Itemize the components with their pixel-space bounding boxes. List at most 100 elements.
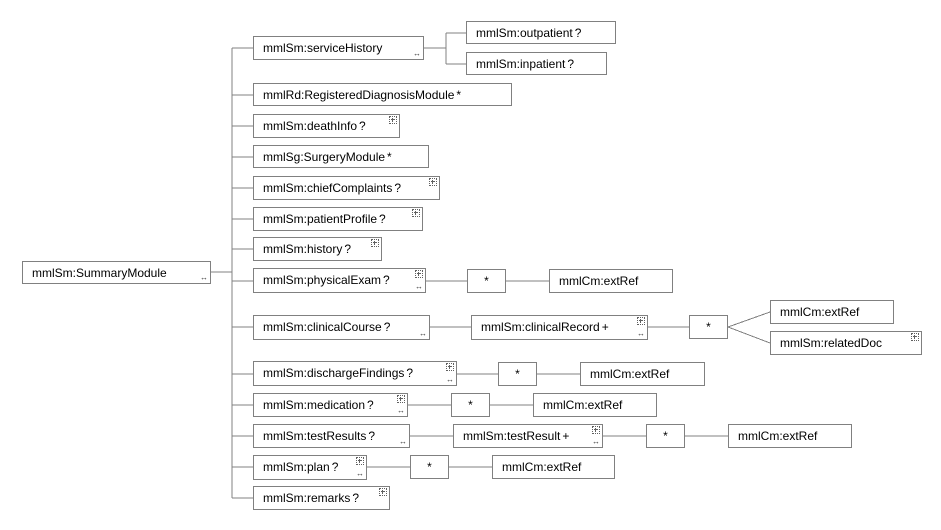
- node-label: mmlSm:SummaryModule: [32, 266, 167, 280]
- node-medication[interactable]: mmlSm:medication? ↔: [253, 393, 408, 417]
- node-surgery-module[interactable]: mmlSg:SurgeryModule*: [253, 145, 429, 168]
- cardinality-label: ?: [331, 460, 339, 474]
- node-label: mmlCm:extRef: [780, 305, 860, 319]
- cardinality-label: ?: [383, 273, 390, 287]
- repeat-star-label: *: [663, 429, 668, 443]
- node-label: mmlSm:physicalExam: [263, 273, 382, 287]
- node-ext-ref[interactable]: mmlCm:extRef: [492, 455, 615, 479]
- node-inpatient[interactable]: mmlSm:inpatient?: [466, 52, 607, 75]
- repeat-star-label: *: [515, 367, 520, 381]
- node-outpatient[interactable]: mmlSm:outpatient?: [466, 21, 616, 44]
- node-label: mmlCm:extRef: [590, 367, 670, 381]
- expand-icon[interactable]: [592, 426, 600, 434]
- node-service-history[interactable]: mmlSm:serviceHistory ↔: [253, 36, 424, 60]
- node-plan[interactable]: mmlSm:plan? ↔: [253, 455, 367, 480]
- node-label: mmlSm:deathInfo: [263, 119, 358, 133]
- node-ext-ref[interactable]: mmlCm:extRef: [770, 300, 894, 324]
- sequence-icon: ↔: [415, 282, 423, 291]
- expand-icon[interactable]: [389, 116, 397, 124]
- node-physical-exam[interactable]: mmlSm:physicalExam? ↔: [253, 268, 426, 293]
- node-label: mmlSm:patientProfile: [263, 212, 378, 226]
- node-test-result[interactable]: mmlSm:testResult+ ↔: [453, 424, 603, 448]
- node-chief-complaints[interactable]: mmlSm:chiefComplaints?: [253, 176, 440, 200]
- repeat-star-label: *: [484, 274, 489, 288]
- repeat-star-label: *: [427, 460, 432, 474]
- node-label: mmlSg:SurgeryModule: [263, 150, 386, 164]
- node-label: mmlSm:plan: [263, 460, 330, 474]
- repeat-any-node[interactable]: *: [451, 393, 490, 417]
- node-label: mmlCm:extRef: [502, 460, 582, 474]
- repeat-any-node[interactable]: *: [689, 315, 728, 339]
- expand-icon[interactable]: [379, 488, 387, 496]
- node-label: mmlSm:inpatient: [476, 57, 566, 71]
- repeat-any-node[interactable]: *: [467, 269, 506, 293]
- expand-icon[interactable]: [412, 209, 420, 217]
- node-patient-profile[interactable]: mmlSm:patientProfile?: [253, 207, 423, 231]
- node-ext-ref[interactable]: mmlCm:extRef: [533, 393, 657, 417]
- node-related-doc[interactable]: mmlSm:relatedDoc: [770, 331, 922, 355]
- cardinality-label: +: [601, 320, 609, 334]
- cardinality-label: ?: [352, 491, 360, 505]
- expand-icon[interactable]: [911, 333, 919, 341]
- expand-icon[interactable]: [415, 270, 423, 278]
- node-label: mmlCm:extRef: [559, 274, 639, 288]
- cardinality-label: ?: [567, 57, 575, 71]
- node-label: mmlSm:remarks: [263, 491, 351, 505]
- node-registered-diagnosis[interactable]: mmlRd:RegisteredDiagnosisModule*: [253, 83, 512, 106]
- expand-icon[interactable]: [429, 178, 437, 186]
- sequence-icon: ↔: [413, 49, 421, 58]
- node-test-results[interactable]: mmlSm:testResults? ↔: [253, 424, 410, 448]
- sequence-icon: ↔: [592, 437, 600, 446]
- cardinality-label: ?: [368, 429, 376, 443]
- node-death-info[interactable]: mmlSm:deathInfo?: [253, 114, 400, 138]
- sequence-icon: ↔: [399, 437, 407, 446]
- node-clinical-course[interactable]: mmlSm:clinicalCourse? ↔: [253, 315, 430, 340]
- sequence-icon: ↔: [397, 406, 405, 415]
- repeat-star-label: *: [468, 398, 473, 412]
- node-label: mmlSm:clinicalCourse: [263, 320, 382, 334]
- cardinality-label: ?: [367, 398, 374, 412]
- expand-icon[interactable]: [397, 395, 405, 403]
- cardinality-label: ?: [344, 242, 352, 256]
- node-label: mmlSm:testResult: [463, 429, 561, 443]
- node-ext-ref[interactable]: mmlCm:extRef: [580, 362, 705, 386]
- expand-icon[interactable]: [356, 457, 364, 465]
- repeat-any-node[interactable]: *: [646, 424, 685, 448]
- node-label: mmlSm:serviceHistory: [263, 41, 383, 55]
- node-label: mmlCm:extRef: [543, 398, 623, 412]
- sequence-icon: ↔: [356, 469, 364, 478]
- node-label: mmlSm:medication: [263, 398, 366, 412]
- node-discharge-findings[interactable]: mmlSm:dischargeFindings? ↔: [253, 361, 457, 386]
- cardinality-label: ?: [359, 119, 366, 133]
- node-ext-ref[interactable]: mmlCm:extRef: [549, 269, 673, 293]
- node-remarks[interactable]: mmlSm:remarks?: [253, 486, 390, 510]
- node-history[interactable]: mmlSm:history?: [253, 237, 382, 261]
- node-label: mmlSm:history: [263, 242, 343, 256]
- node-summary-module[interactable]: mmlSm:SummaryModule ↔: [22, 261, 211, 284]
- sequence-icon: ↔: [637, 329, 645, 338]
- node-label: mmlSm:relatedDoc: [780, 336, 883, 350]
- sequence-icon: ↔: [419, 329, 427, 338]
- cardinality-label: +: [562, 429, 570, 443]
- cardinality-label: ?: [394, 181, 402, 195]
- repeat-any-node[interactable]: *: [410, 455, 449, 479]
- node-label: mmlSm:dischargeFindings: [263, 366, 405, 380]
- expand-icon[interactable]: [637, 317, 645, 325]
- node-label: mmlSm:chiefComplaints: [263, 181, 393, 195]
- node-label: mmlSm:clinicalRecord: [481, 320, 600, 334]
- node-label: mmlSm:testResults: [263, 429, 367, 443]
- expand-icon[interactable]: [446, 363, 454, 371]
- cardinality-label: *: [456, 88, 462, 102]
- node-ext-ref[interactable]: mmlCm:extRef: [728, 424, 852, 448]
- node-clinical-record[interactable]: mmlSm:clinicalRecord+ ↔: [471, 315, 648, 340]
- cardinality-label: *: [387, 150, 392, 164]
- node-label: mmlRd:RegisteredDiagnosisModule: [263, 88, 455, 102]
- node-label: mmlSm:outpatient: [476, 26, 573, 40]
- repeat-any-node[interactable]: *: [498, 362, 537, 386]
- repeat-star-label: *: [706, 320, 711, 334]
- cardinality-label: ?: [379, 212, 386, 226]
- cardinality-label: ?: [574, 26, 582, 40]
- expand-icon[interactable]: [371, 239, 379, 247]
